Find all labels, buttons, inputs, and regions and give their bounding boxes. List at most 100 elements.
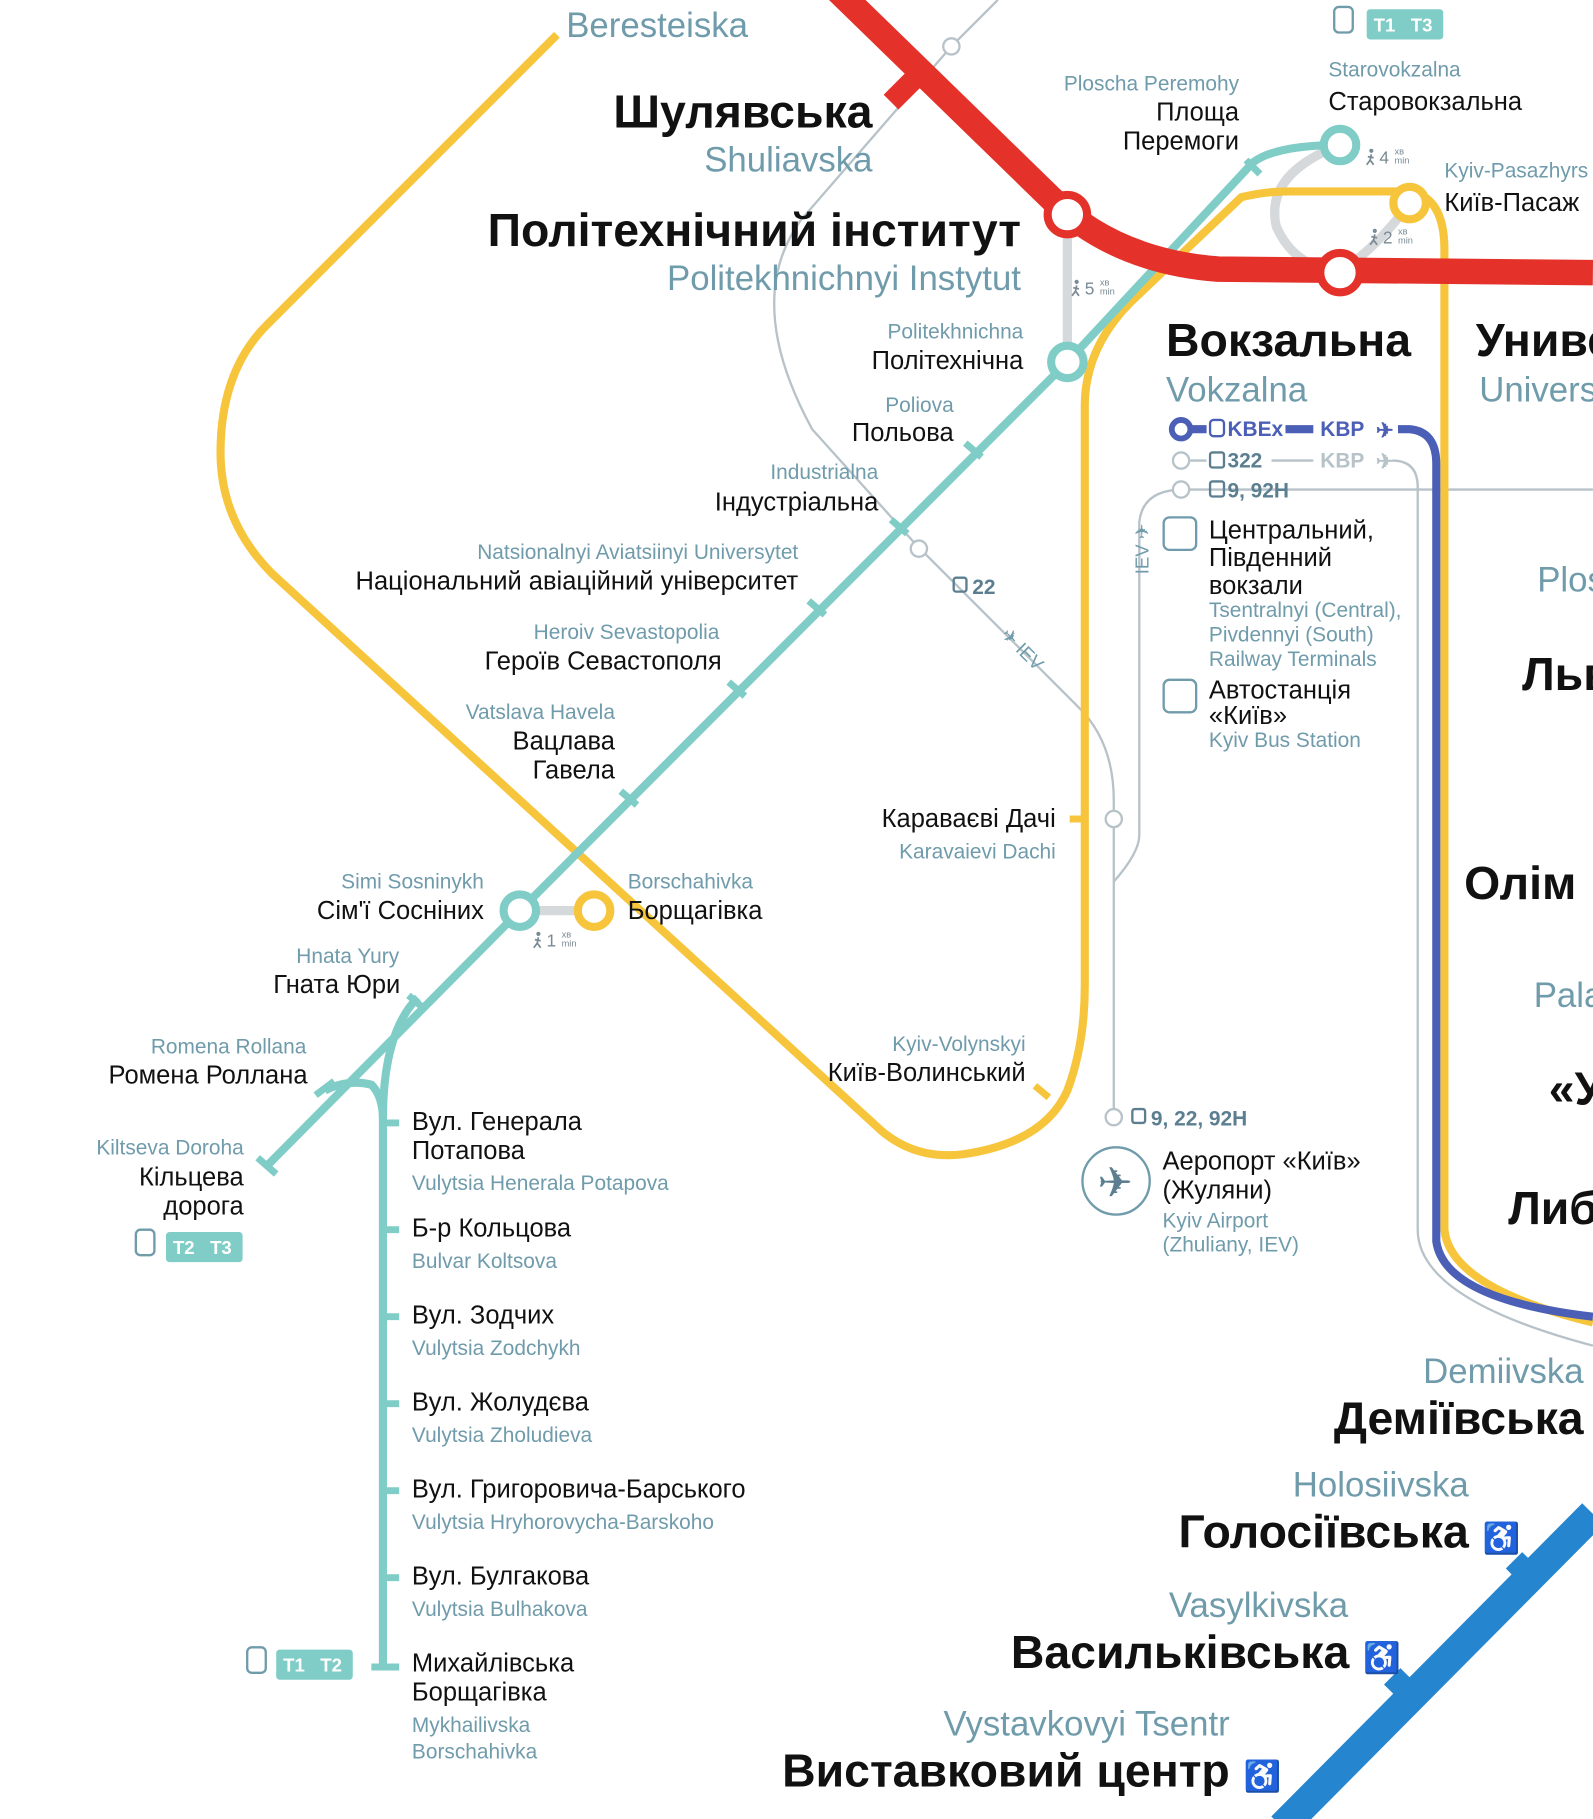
station-ua[interactable]: Старовокзальна [1328, 88, 1522, 116]
station-ua[interactable]: Вул. Григоровича-Барського [412, 1476, 746, 1504]
station-en[interactable]: Vulytsia Bulhakova [412, 1598, 588, 1621]
station-en-cut[interactable]: Plos [1537, 561, 1593, 600]
kbp-express-line [1397, 425, 1593, 1321]
station-en[interactable]: Vulytsia Zodchykh [412, 1337, 581, 1360]
station-ua[interactable]: Польова [852, 419, 955, 447]
station-ua[interactable]: Караваєві Дачі [882, 805, 1056, 833]
station-en[interactable]: Ploscha Peremohy [1064, 72, 1240, 95]
tram-badge: T3 [210, 1237, 232, 1258]
station-ua[interactable]: Національний авіаційний університет [356, 567, 799, 595]
station-en[interactable]: Vulytsia Hryhorovycha-Barskoho [412, 1511, 714, 1534]
station-en-cut[interactable]: Pala [1534, 976, 1593, 1015]
station-en[interactable]: Vasylkivska [1169, 1586, 1349, 1625]
stop-marker [1104, 1107, 1124, 1127]
station-en[interactable]: Poliova [885, 394, 954, 417]
walk-transfer-label: 2 [1383, 228, 1393, 248]
station-en[interactable]: Shuliavska [704, 141, 873, 180]
tram-badge: T2 [173, 1237, 195, 1258]
station-ua-cut[interactable]: Олім [1464, 857, 1576, 909]
station-en[interactable]: Simi Sosninykh [341, 871, 484, 894]
station-en[interactable]: Kyiv-Pasazhyrs [1444, 159, 1588, 182]
station-en[interactable]: Vatslava Havela [466, 701, 616, 724]
kbex-label: KBEx [1227, 418, 1283, 441]
bus-icon [1208, 451, 1226, 469]
station-en[interactable]: Vystavkovyi Tsentr [944, 1704, 1231, 1743]
station-ua[interactable]: Голосіївська [1179, 1506, 1470, 1558]
tram-icon [1333, 5, 1354, 34]
red-line-tick [883, 69, 924, 110]
station-ua[interactable]: Вул. Булгакова [412, 1563, 590, 1591]
station-en[interactable]: Kyiv-Volynskyi [892, 1033, 1025, 1056]
station-en[interactable]: Natsionalnyi Aviatsiinyi Universytet [477, 541, 798, 564]
station-ua[interactable]: Політехнічна [872, 347, 1024, 375]
airplane-icon: ✈ [1098, 1159, 1133, 1206]
station-ua[interactable]: Униве [1476, 314, 1593, 366]
station-ua[interactable]: Борщагівка [628, 897, 764, 925]
station-ua[interactable]: Героїв Севастополя [485, 647, 722, 675]
station-en[interactable]: Demiivska [1423, 1352, 1584, 1391]
station-en[interactable]: Holosiivska [1293, 1465, 1470, 1504]
tram-icon [134, 1228, 156, 1257]
stop-marker [942, 37, 961, 56]
station-en[interactable]: Kiltseva Doroha [96, 1136, 244, 1159]
airplane-icon: ✈ [1376, 451, 1394, 474]
station-ua[interactable]: Виставковий центр [782, 1745, 1230, 1797]
station-ua[interactable]: Б-р Кольцова [412, 1215, 572, 1243]
station-ua[interactable]: Вул. Зодчих [412, 1302, 554, 1330]
station-en[interactable]: Univers [1479, 370, 1593, 409]
station-en[interactable]: Vulytsia Henerala Potapova [412, 1172, 669, 1195]
kbp-label: KBP [1320, 418, 1364, 441]
stop-marker [909, 539, 929, 558]
light-rail-ticks [255, 157, 1263, 1671]
walking-person-icon [1071, 278, 1080, 297]
bus-322-label: 322 [1227, 450, 1262, 473]
station-en[interactable]: Starovokzalna [1328, 59, 1461, 82]
walk-transfer-label: 4 [1379, 148, 1389, 168]
station-marker-politekhnichna [1047, 341, 1088, 383]
station-en[interactable]: Beresteiska [566, 6, 748, 45]
station-ua[interactable]: Індустріальна [715, 488, 879, 516]
station-ua-cut[interactable]: Либ [1508, 1182, 1593, 1234]
station-en[interactable]: Vulytsia Zholudieva [412, 1424, 593, 1447]
station-ua[interactable]: Сім'ї Сосніних [317, 897, 484, 925]
tram-badge: T2 [320, 1655, 342, 1676]
station-marker-starovokzalna [1319, 124, 1361, 166]
trolleybus-icon [1208, 480, 1226, 498]
station-en[interactable]: Politekhnichna [888, 321, 1024, 344]
station-ua-cut[interactable]: «У [1549, 1062, 1593, 1114]
station-en[interactable]: Industrialna [770, 461, 878, 484]
tram-badge: T1 [1374, 14, 1396, 35]
station-ua-cut[interactable]: Льв [1522, 648, 1593, 700]
station-ua[interactable]: Ромена Роллана [109, 1062, 309, 1090]
station-en[interactable]: Politekhnichnyi Instytut [667, 259, 1021, 298]
station-ua[interactable]: Васильківська [1011, 1626, 1351, 1678]
accessibility-icon: ♿ [1244, 1759, 1282, 1794]
station-ua[interactable]: Київ-Волинський [828, 1059, 1026, 1087]
station-ua[interactable]: Політехнічний інститут [488, 204, 1021, 256]
station-en[interactable]: Heroiv Sevastopolia [534, 621, 720, 644]
station-en[interactable]: Hnata Yury [296, 945, 399, 968]
walking-person-icon [1365, 147, 1375, 166]
station-ua[interactable]: Гната Юри [273, 971, 400, 999]
station-ua[interactable]: Вул. Жолудєва [412, 1389, 590, 1417]
station-en[interactable]: Vokzalna [1166, 370, 1308, 409]
station-ua[interactable]: Київ-Пасаж [1444, 189, 1579, 217]
station-ua[interactable]: Шулявська [613, 86, 873, 138]
station-en[interactable]: Borschahivka [628, 871, 754, 894]
station-ua[interactable]: Деміївська [1334, 1392, 1585, 1444]
station-en[interactable]: Karavaievi Dachi [899, 840, 1056, 863]
station-en[interactable]: Romena Rollana [151, 1035, 307, 1058]
station-en[interactable]: Bulvar Koltsova [412, 1250, 557, 1273]
station-ua[interactable]: Вокзальна [1166, 314, 1412, 366]
station-marker-politekhnichnyi [1043, 190, 1092, 239]
ring-line-yellow [216, 31, 1593, 1327]
